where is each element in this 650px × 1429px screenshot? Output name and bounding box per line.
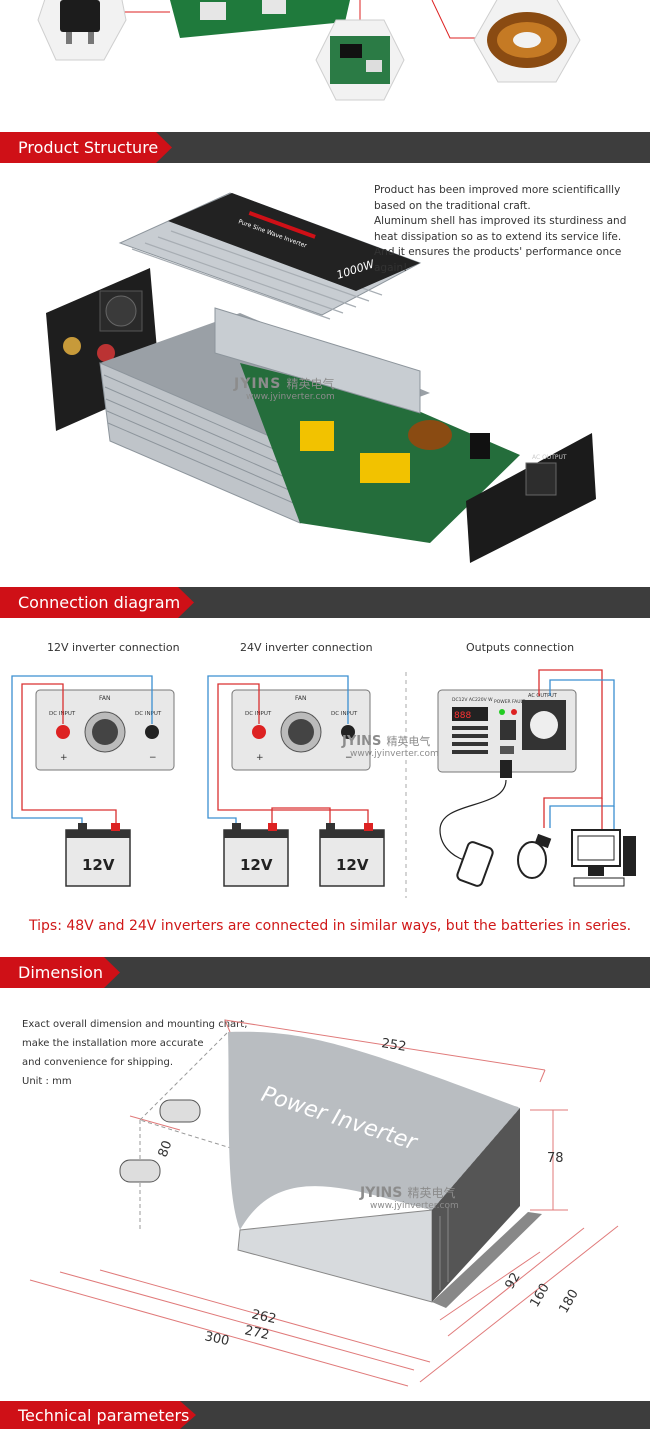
dim-terminal: 80 <box>156 1139 176 1160</box>
section-title: Connection diagram <box>18 593 181 612</box>
svg-text:888: 888 <box>454 711 471 721</box>
computer-icon <box>571 829 636 887</box>
svg-text:DC INPUT: DC INPUT <box>331 711 358 717</box>
title-outputs-connection: Outputs connection <box>466 641 575 654</box>
bulb-icon <box>517 833 552 879</box>
dim-d2: 160 <box>527 1281 552 1310</box>
section-header-product-structure: Product Structure <box>0 132 650 163</box>
structure-description: Product has been improved more scientifi… <box>374 184 627 274</box>
svg-text:−: − <box>149 753 157 763</box>
terminal-icon <box>119 1099 201 1183</box>
svg-text:12V: 12V <box>82 856 115 874</box>
dim-d1: 92 <box>502 1270 523 1292</box>
connection-tips: Tips: 48V and 24V inverters are connecte… <box>29 918 632 934</box>
dim-l3: 300 <box>203 1329 230 1349</box>
svg-text:FAULT: FAULT <box>512 699 525 705</box>
battery-12v-1: 12V <box>65 823 131 887</box>
watermark: JYINS 精英电气 www.jyinverter.com <box>342 734 439 759</box>
watermark: JYINS 精英电气 www.jyinverter.com <box>234 376 335 402</box>
svg-text:+: + <box>256 753 264 763</box>
section-title: Product Structure <box>18 138 159 157</box>
exploded-inverter-illustration: 1000W Pure Sine Wave Inverter AC OUTPUT … <box>0 163 650 583</box>
svg-text:DC INPUT: DC INPUT <box>135 711 162 717</box>
ac-output-plate-label: AC OUTPUT <box>532 454 567 461</box>
components-strip <box>0 0 650 130</box>
section-header-technical-parameters: Technical parameters <box>0 1401 650 1429</box>
inverter-output-panel: 888 DC12V AC220V W POWER FAULT AC OUTPUT <box>437 689 577 773</box>
fan-label: FAN <box>99 695 111 702</box>
dim-height: 78 <box>547 1151 564 1166</box>
connection-diagram: FAN DC INPUT DC INPUT + − 12V FAN DC INP… <box>0 660 650 900</box>
battery-12v-2: 12V <box>223 823 289 887</box>
section-header-connection-diagram: Connection diagram <box>0 587 650 618</box>
inverter-panel-12v: FAN DC INPUT DC INPUT + − <box>35 689 175 771</box>
dim-d3: 180 <box>556 1287 581 1316</box>
section-header-dimension: Dimension <box>0 957 650 988</box>
dim-top: 252 <box>380 1036 407 1055</box>
svg-text:FAN: FAN <box>295 695 307 702</box>
svg-text:POWER: POWER <box>494 699 511 705</box>
components-illustration <box>37 0 581 101</box>
svg-text:+: + <box>60 753 68 763</box>
watermark: JYINS 精英电气 www.jyinverter.com <box>360 1185 459 1211</box>
title-24v-connection: 24V inverter connection <box>240 641 373 654</box>
svg-text:12V: 12V <box>336 856 369 874</box>
dimension-drawing: Power Inverter 252 78 80 92 160 180 262 … <box>0 755 650 1395</box>
phone-icon <box>456 841 494 887</box>
title-12v-connection: 12V inverter connection <box>47 641 180 654</box>
svg-text:DC12V AC220V W: DC12V AC220V W <box>452 697 493 703</box>
dim-l1: 262 <box>250 1307 277 1327</box>
section-title: Dimension <box>18 963 104 982</box>
svg-text:12V: 12V <box>240 856 273 874</box>
dim-l2: 272 <box>243 1323 270 1343</box>
svg-text:AC OUTPUT: AC OUTPUT <box>528 693 558 699</box>
svg-text:−: − <box>345 753 353 763</box>
battery-12v-3: 12V <box>319 823 385 887</box>
section-title: Technical parameters <box>18 1406 190 1425</box>
dimension-note: Exact overall dimension and mounting cha… <box>22 1019 248 1087</box>
